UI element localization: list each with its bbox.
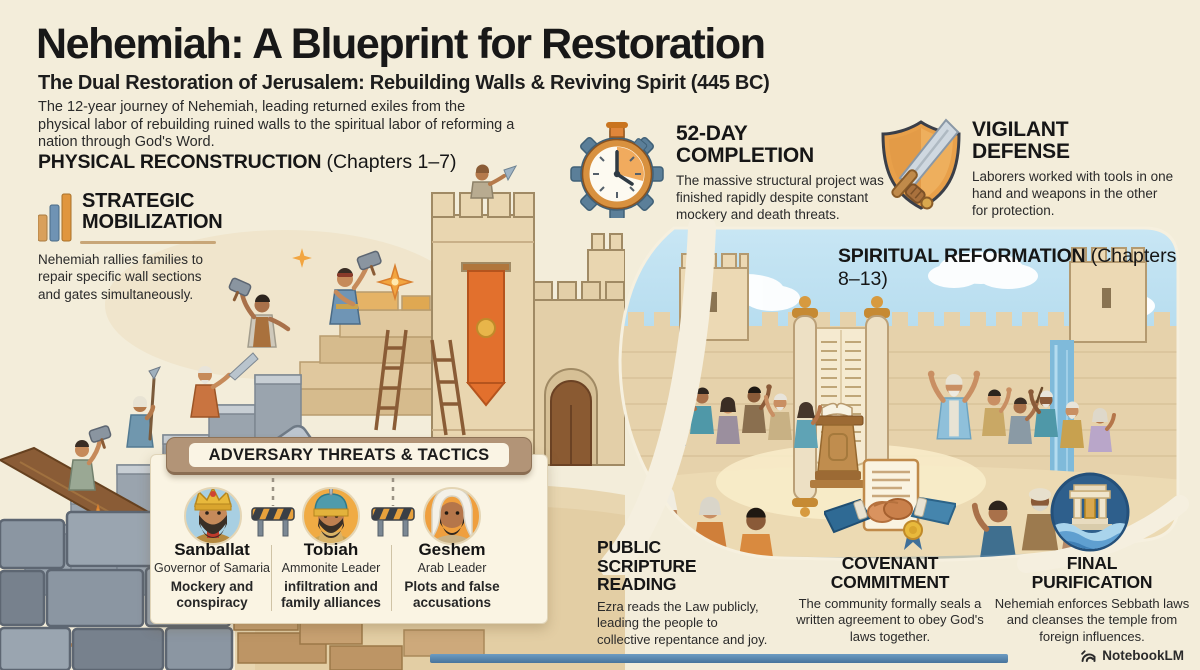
bar-chart-icon bbox=[38, 193, 72, 242]
public-title-line2: SCRIPTURE bbox=[597, 555, 697, 576]
page-description: The 12-year journey of Nehemiah, leading… bbox=[38, 99, 515, 151]
public-title-line1: PUBLIC bbox=[597, 537, 661, 557]
divider-swoosh bbox=[600, 214, 716, 575]
barricade-icon bbox=[251, 478, 295, 537]
barricade-icon bbox=[371, 478, 415, 537]
handshake-contract-icon bbox=[824, 458, 956, 550]
king-crown-portrait bbox=[184, 487, 242, 545]
adversary-name: Sanballat bbox=[174, 540, 250, 559]
spiritual-chapters-label: (Chapters 8–13) bbox=[838, 245, 1177, 290]
covenant-block: COVENANT COMMITMENT The community formal… bbox=[790, 554, 990, 645]
adversary-geshem: Geshem Arab Leader Plots and false accus… bbox=[390, 540, 514, 611]
strategic-title-line2: MOBILIZATION bbox=[82, 211, 223, 233]
keffiyeh-man-portrait bbox=[423, 487, 481, 545]
defense-title-line2: DEFENSE bbox=[972, 139, 1070, 163]
page-title: Nehemiah: A Blueprint for Restoration bbox=[36, 20, 766, 68]
adversary-tactic: infiltration and family alliances bbox=[281, 579, 381, 610]
temple-waves-icon bbox=[1050, 472, 1130, 552]
ezra-figure bbox=[927, 370, 981, 440]
defense-title-line1: VIGILANT bbox=[972, 118, 1069, 141]
city-gate-wall bbox=[533, 233, 625, 466]
defense-description: Laborers worked with tools in one hand a… bbox=[972, 169, 1174, 218]
adversary-name: Tobiah bbox=[303, 540, 359, 559]
brand-label: NotebookLM bbox=[1102, 648, 1184, 663]
defense-title: VIGILANT DEFENSE bbox=[972, 119, 1070, 162]
completion-title-line2: COMPLETION bbox=[676, 143, 814, 167]
covenant-title-line1: COVENANT bbox=[841, 553, 939, 573]
podium bbox=[810, 402, 866, 488]
city-tower bbox=[431, 192, 535, 466]
physical-chapters-label: (Chapters 1–7) bbox=[326, 151, 457, 173]
bottom-water-strip bbox=[430, 654, 1008, 663]
public-scripture-title: PUBLIC SCRIPTURE READING bbox=[597, 537, 697, 595]
helmeted-warrior-portrait bbox=[302, 487, 360, 545]
page-subtitle: The Dual Restoration of Jerusalem: Rebui… bbox=[38, 72, 770, 94]
strategic-title-line1: STRATEGIC bbox=[82, 190, 195, 212]
strategic-underline bbox=[80, 241, 216, 244]
shield-sword-icon bbox=[881, 118, 961, 210]
covenant-title: COVENANT COMMITMENT bbox=[790, 554, 990, 591]
adversary-tobiah: Tobiah Ammonite Leader infiltration and … bbox=[269, 540, 393, 611]
strategic-description: Nehemiah rallies families to repair spec… bbox=[38, 252, 204, 302]
spiritual-heading-label: SPIRITUAL REFORMATION bbox=[838, 245, 1086, 267]
covenant-title-line2: COMMITMENT bbox=[830, 571, 950, 592]
ladder bbox=[374, 329, 466, 436]
purification-title: FINAL PURIFICATION bbox=[992, 554, 1192, 591]
physical-heading-label: PHYSICAL RECONSTRUCTION bbox=[38, 151, 322, 173]
worker-figures bbox=[68, 164, 518, 491]
public-scripture-description: Ezra reads the Law publicly, leading the… bbox=[597, 599, 768, 647]
strategic-mobilization-title: STRATEGIC MOBILIZATION bbox=[82, 191, 223, 233]
adversary-name: Geshem bbox=[418, 540, 486, 559]
physical-section-heading: PHYSICAL RECONSTRUCTION (Chapters 1–7) bbox=[38, 151, 457, 174]
adversary-column-divider bbox=[271, 545, 272, 611]
spiritual-section-heading: SPIRITUAL REFORMATION (Chapters 8–13) bbox=[838, 245, 1200, 291]
adversary-role: Arab Leader bbox=[417, 561, 487, 575]
brand-footer: NotebookLM bbox=[1080, 648, 1184, 663]
stopwatch-gear-icon bbox=[570, 122, 664, 218]
purification-description: Nehemiah enforces Sebbath laws and clean… bbox=[994, 596, 1190, 644]
public-title-line3: READING bbox=[597, 574, 677, 595]
completion-description: The massive structural project was finis… bbox=[676, 173, 884, 222]
purification-title-line2: PURIFICATION bbox=[1031, 571, 1153, 592]
completion-title-line1: 52-DAY bbox=[676, 122, 748, 145]
adversary-column-divider bbox=[391, 545, 392, 611]
adversary-tactic: Plots and false accusations bbox=[404, 579, 500, 610]
adversary-banner-label: ADVERSARY THREATS & TACTICS bbox=[189, 443, 509, 467]
adversary-tactic: Mockery and conspiracy bbox=[170, 579, 254, 610]
adversary-sanballat: Sanballat Governor of Samaria Mockery an… bbox=[150, 540, 274, 611]
adversary-role: Governor of Samaria bbox=[153, 561, 271, 575]
purification-title-line1: FINAL bbox=[1066, 553, 1118, 573]
adversary-banner: ADVERSARY THREATS & TACTICS bbox=[166, 437, 532, 475]
adversary-role: Ammonite Leader bbox=[281, 561, 381, 575]
completion-title: 52-DAY COMPLETION bbox=[676, 123, 814, 166]
covenant-description: The community formally seals a written a… bbox=[796, 596, 984, 644]
purification-block: FINAL PURIFICATION Nehemiah enforces Seb… bbox=[992, 554, 1192, 645]
notebooklm-arc-logo bbox=[1081, 650, 1096, 663]
